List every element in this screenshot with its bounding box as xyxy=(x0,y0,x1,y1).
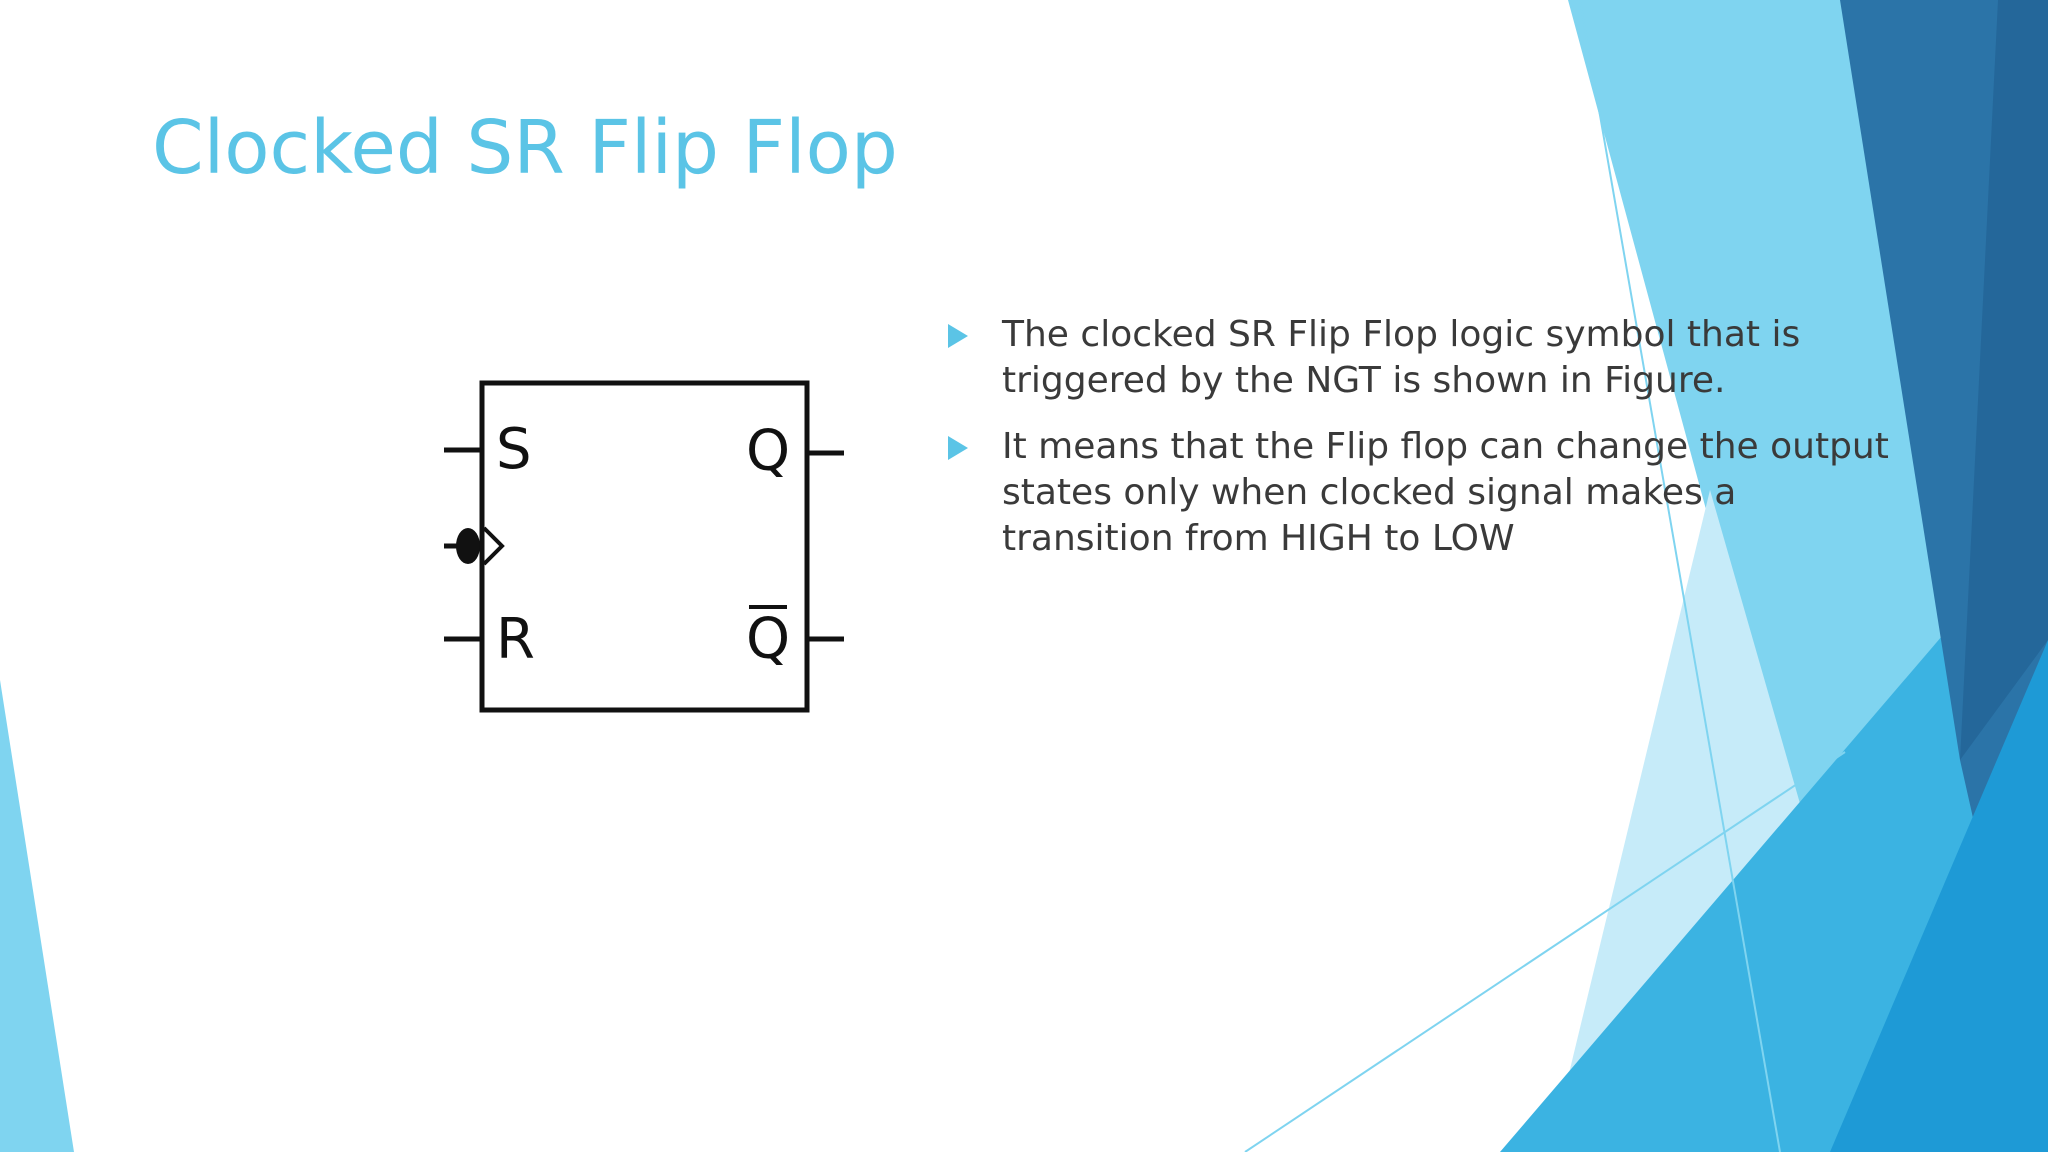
s-label: S xyxy=(496,417,532,482)
flip-flop-box xyxy=(479,380,810,713)
bullet-list: The clocked SR Flip Flop logic symbol th… xyxy=(940,312,1900,582)
thin-line-2 xyxy=(1244,751,1846,1152)
right-shape-deep xyxy=(1960,0,2048,760)
bullet-text: The clocked SR Flip Flop logic symbol th… xyxy=(1002,314,1801,401)
bullet-text: It means that the Flip flop can change t… xyxy=(1002,426,1889,559)
q-label: Q xyxy=(746,419,790,484)
triangle-bullet-icon xyxy=(948,436,968,460)
thin-line-1 xyxy=(1579,0,1781,1152)
clock-triangle xyxy=(482,526,505,566)
flip-flop-symbol: S R Q Q xyxy=(444,380,844,713)
triangle-bullet-icon xyxy=(948,324,968,348)
q-bar-label: Q xyxy=(746,607,790,672)
bullet-item: The clocked SR Flip Flop logic symbol th… xyxy=(940,312,1900,404)
slide-title: Clocked SR Flip Flop xyxy=(152,105,898,191)
bullet-item: It means that the Flip flop can change t… xyxy=(940,424,1900,562)
right-shape-bottom xyxy=(1830,640,2048,1152)
clock-inversion-bubble xyxy=(456,528,480,564)
left-accent-shape xyxy=(0,680,74,1152)
r-label: R xyxy=(496,607,535,672)
